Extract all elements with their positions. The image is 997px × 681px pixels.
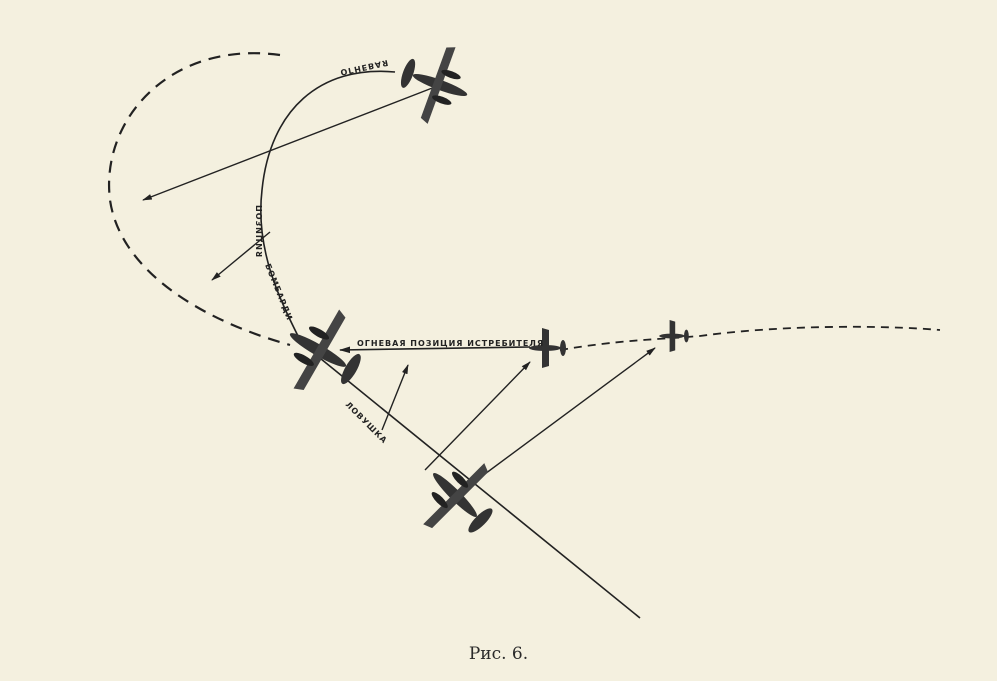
label-trap: ЛОВУШКА: [344, 400, 389, 445]
label-fighter-line: ОГНЕВАЯ ПОЗИЦИЯ ИСТРЕБИТЕЛЯ: [357, 339, 544, 348]
fire-line-bottom-2: [469, 347, 656, 486]
figure-caption: Рис. 6.: [468, 644, 529, 664]
bomber-top-icon: [389, 33, 482, 134]
label-top-arc-1: ОГНЕВАЯ: [340, 58, 390, 77]
label-top-arc-2: ПОЗИЦИЯ: [255, 205, 264, 258]
fighter-far-icon: [659, 320, 689, 352]
fire-line-top: [142, 84, 441, 201]
bomber-arc: [260, 70, 396, 341]
label-bomber-arc: БОМБАРДИ: [263, 262, 294, 322]
fighter-icon: [529, 328, 566, 368]
fire-line-bottom-1: [424, 361, 531, 471]
dashed-pursuit-path: [107, 52, 291, 347]
fire-line-arc: [211, 231, 271, 281]
trap-branch: [381, 364, 409, 431]
dashed-right-path: [559, 325, 941, 351]
bomber-bottom-icon: [402, 442, 515, 555]
fighter-line: [338, 346, 531, 354]
